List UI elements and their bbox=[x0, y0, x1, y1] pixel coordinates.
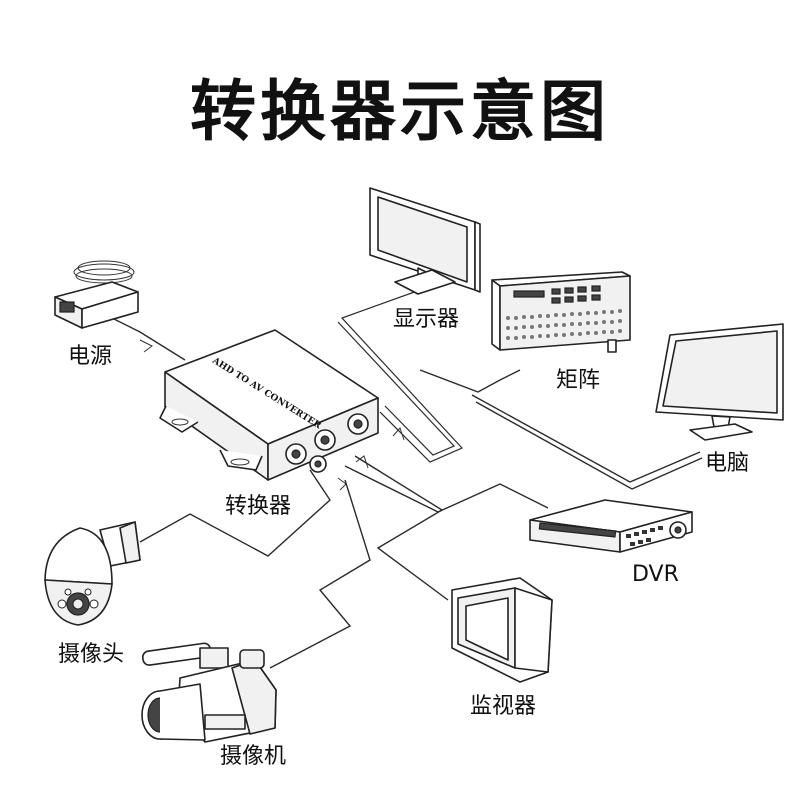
camcorder-wire bbox=[269, 479, 371, 669]
computer-wire bbox=[471, 394, 701, 483]
display-label: 显示器 bbox=[393, 307, 460, 332]
display-wire-2 bbox=[337, 321, 456, 456]
display-arrow-icon bbox=[392, 427, 405, 441]
power-outlet-icon bbox=[59, 301, 75, 313]
power-adapter-device bbox=[54, 260, 139, 329]
computer-label: 电脑 bbox=[705, 451, 750, 476]
monitor-wire bbox=[354, 455, 449, 601]
display-device bbox=[369, 187, 481, 295]
camera-wire bbox=[139, 469, 331, 557]
converter-label: 转换器 bbox=[225, 494, 292, 519]
power-wire bbox=[111, 317, 186, 361]
dvr-label: DVR bbox=[632, 562, 679, 587]
monitor-arrow-icon bbox=[355, 455, 369, 469]
computer-wire-2 bbox=[475, 401, 703, 490]
matrix-device bbox=[491, 271, 631, 353]
power-label: 电源 bbox=[68, 344, 113, 369]
ptz-camera-device bbox=[44, 521, 141, 626]
camcorder-device bbox=[141, 642, 277, 743]
matrix-label: 矩阵 bbox=[556, 368, 601, 393]
display-wire bbox=[340, 289, 464, 463]
computer-device bbox=[655, 323, 784, 441]
dvr-device bbox=[529, 499, 693, 553]
connection-wires bbox=[111, 289, 703, 669]
dvr-wire bbox=[344, 465, 549, 513]
camcorder-label: 摄像机 bbox=[220, 744, 287, 769]
diagram-title: 转换器示意图 bbox=[190, 73, 610, 150]
power-arrow-icon bbox=[139, 339, 153, 353]
matrix-wire bbox=[419, 369, 521, 393]
monitor-device bbox=[451, 577, 553, 683]
bnc-port-icon bbox=[285, 413, 369, 473]
camera-arrow-icon bbox=[337, 477, 347, 491]
monitor-label: 监视器 bbox=[470, 694, 537, 719]
converter-device: AHD TO AV CONVERTER bbox=[159, 329, 379, 481]
ptz-camera-label: 摄像头 bbox=[58, 642, 125, 667]
